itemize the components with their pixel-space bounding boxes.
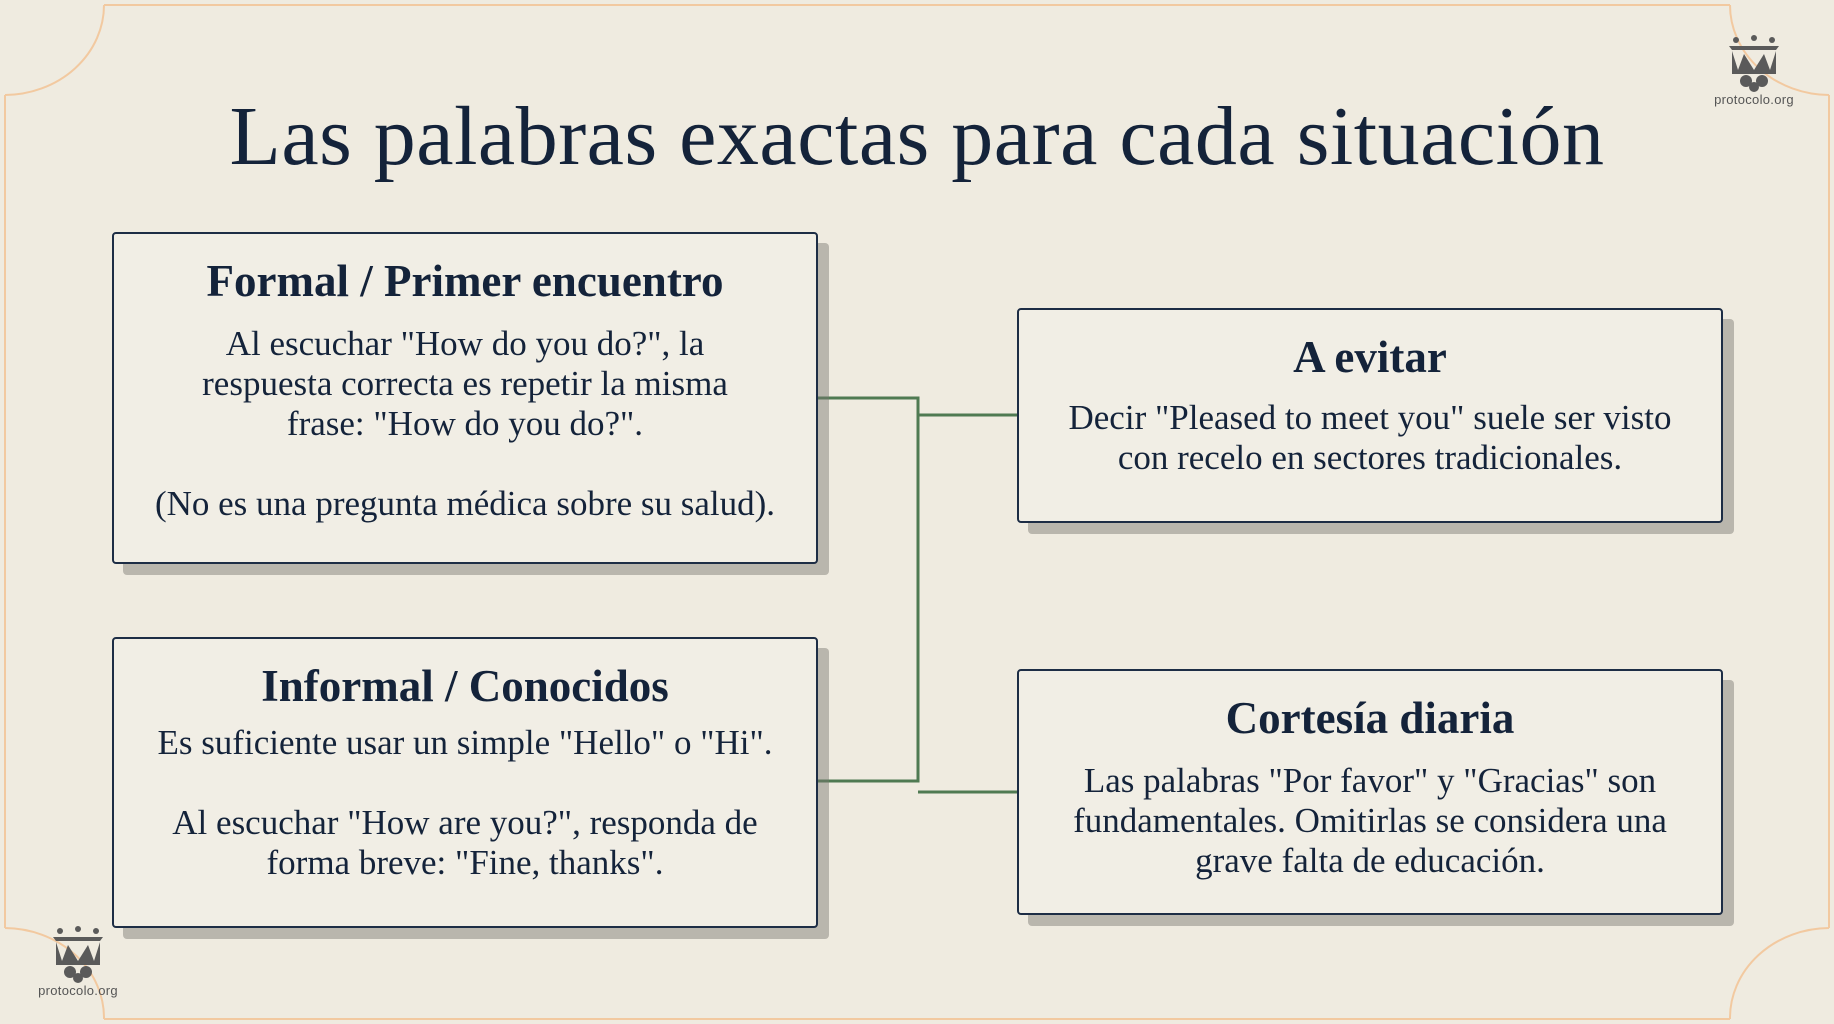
logo-bottom: protocolo.org <box>28 925 128 998</box>
box-cortesia-text: Las palabras "Por favor" y "Gracias" son… <box>1073 760 1667 880</box>
box-informal-text-1: Es suficiente usar un simple "Hello" o "… <box>157 722 773 762</box>
box-cortesia: Cortesía diaria Las palabras "Por favor"… <box>1017 669 1723 915</box>
box-formal-title: Formal / Primer encuentro <box>206 256 724 306</box>
logo-top-text: protocolo.org <box>1714 92 1794 107</box>
box-evitar-text: Decir "Pleased to meet you" suele ser vi… <box>1068 397 1672 477</box>
crown-logo-icon <box>53 926 103 983</box>
box-evitar-title: A evitar <box>1293 332 1447 382</box>
box-evitar: A evitar Decir "Pleased to meet you" sue… <box>1017 308 1723 523</box>
crown-logo-icon <box>1729 35 1779 92</box>
box-cortesia-title: Cortesía diaria <box>1225 693 1515 743</box>
page-title: Las palabras exactas para cada situación <box>229 90 1605 183</box>
box-formal: Formal / Primer encuentro Al escuchar "H… <box>112 232 818 564</box>
box-informal-text-2: Al escuchar "How are you?", responda de … <box>172 802 758 882</box>
logo-bottom-text: protocolo.org <box>38 983 118 998</box>
logo-top: protocolo.org <box>1704 34 1804 107</box>
box-formal-text-1: Al escuchar "How do you do?", la respues… <box>202 323 728 443</box>
connector-formal <box>818 396 920 783</box>
box-informal: Informal / Conocidos Es suficiente usar … <box>112 637 818 928</box>
box-formal-text-2: (No es una pregunta médica sobre su salu… <box>154 483 776 523</box>
box-informal-title: Informal / Conocidos <box>261 661 669 711</box>
